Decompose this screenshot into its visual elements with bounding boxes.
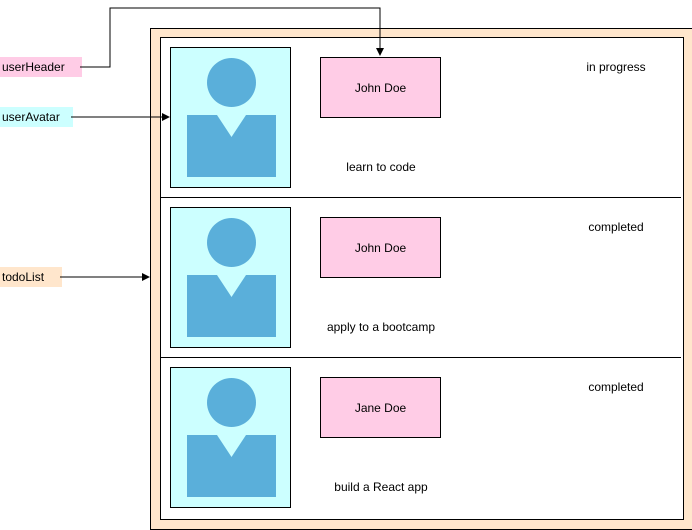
avatar xyxy=(170,367,291,508)
user-silhouette-icon xyxy=(187,115,276,177)
todo-task: apply to a bootcamp xyxy=(326,320,436,334)
todo-status: completed xyxy=(588,220,644,234)
todo-task: build a React app xyxy=(334,480,428,494)
todo-task: learn to code xyxy=(346,160,416,174)
user-avatar-label: userAvatar xyxy=(0,107,73,127)
user-header: John Doe xyxy=(320,217,441,278)
user-silhouette-icon-head xyxy=(207,218,256,267)
todo-item: John Doe completed apply to a bootcamp xyxy=(161,198,681,358)
user-name: John Doe xyxy=(354,240,407,255)
todo-list-label: todoList xyxy=(0,267,62,287)
user-header-label: userHeader xyxy=(0,57,82,77)
user-name: Jane Doe xyxy=(354,400,407,415)
user-silhouette-icon xyxy=(187,435,276,497)
user-silhouette-icon-head xyxy=(207,58,256,107)
user-header: John Doe xyxy=(320,57,441,118)
user-silhouette-icon-head xyxy=(207,378,256,427)
todo-list-label-text: todoList xyxy=(2,270,45,284)
avatar xyxy=(170,207,291,348)
user-header-label-text: userHeader xyxy=(2,60,65,74)
user-name: John Doe xyxy=(354,80,407,95)
todo-item: Jane Doe completed build a React app xyxy=(161,358,681,518)
todo-status: completed xyxy=(588,380,644,394)
todo-status: in progress xyxy=(586,60,646,74)
user-avatar-label-text: userAvatar xyxy=(2,110,60,124)
todo-item: John Doe in progress learn to code xyxy=(161,38,681,198)
user-header: Jane Doe xyxy=(320,377,441,438)
user-silhouette-icon xyxy=(187,275,276,337)
todo-list: John Doe in progress learn to code John … xyxy=(160,37,684,520)
avatar xyxy=(170,47,291,188)
